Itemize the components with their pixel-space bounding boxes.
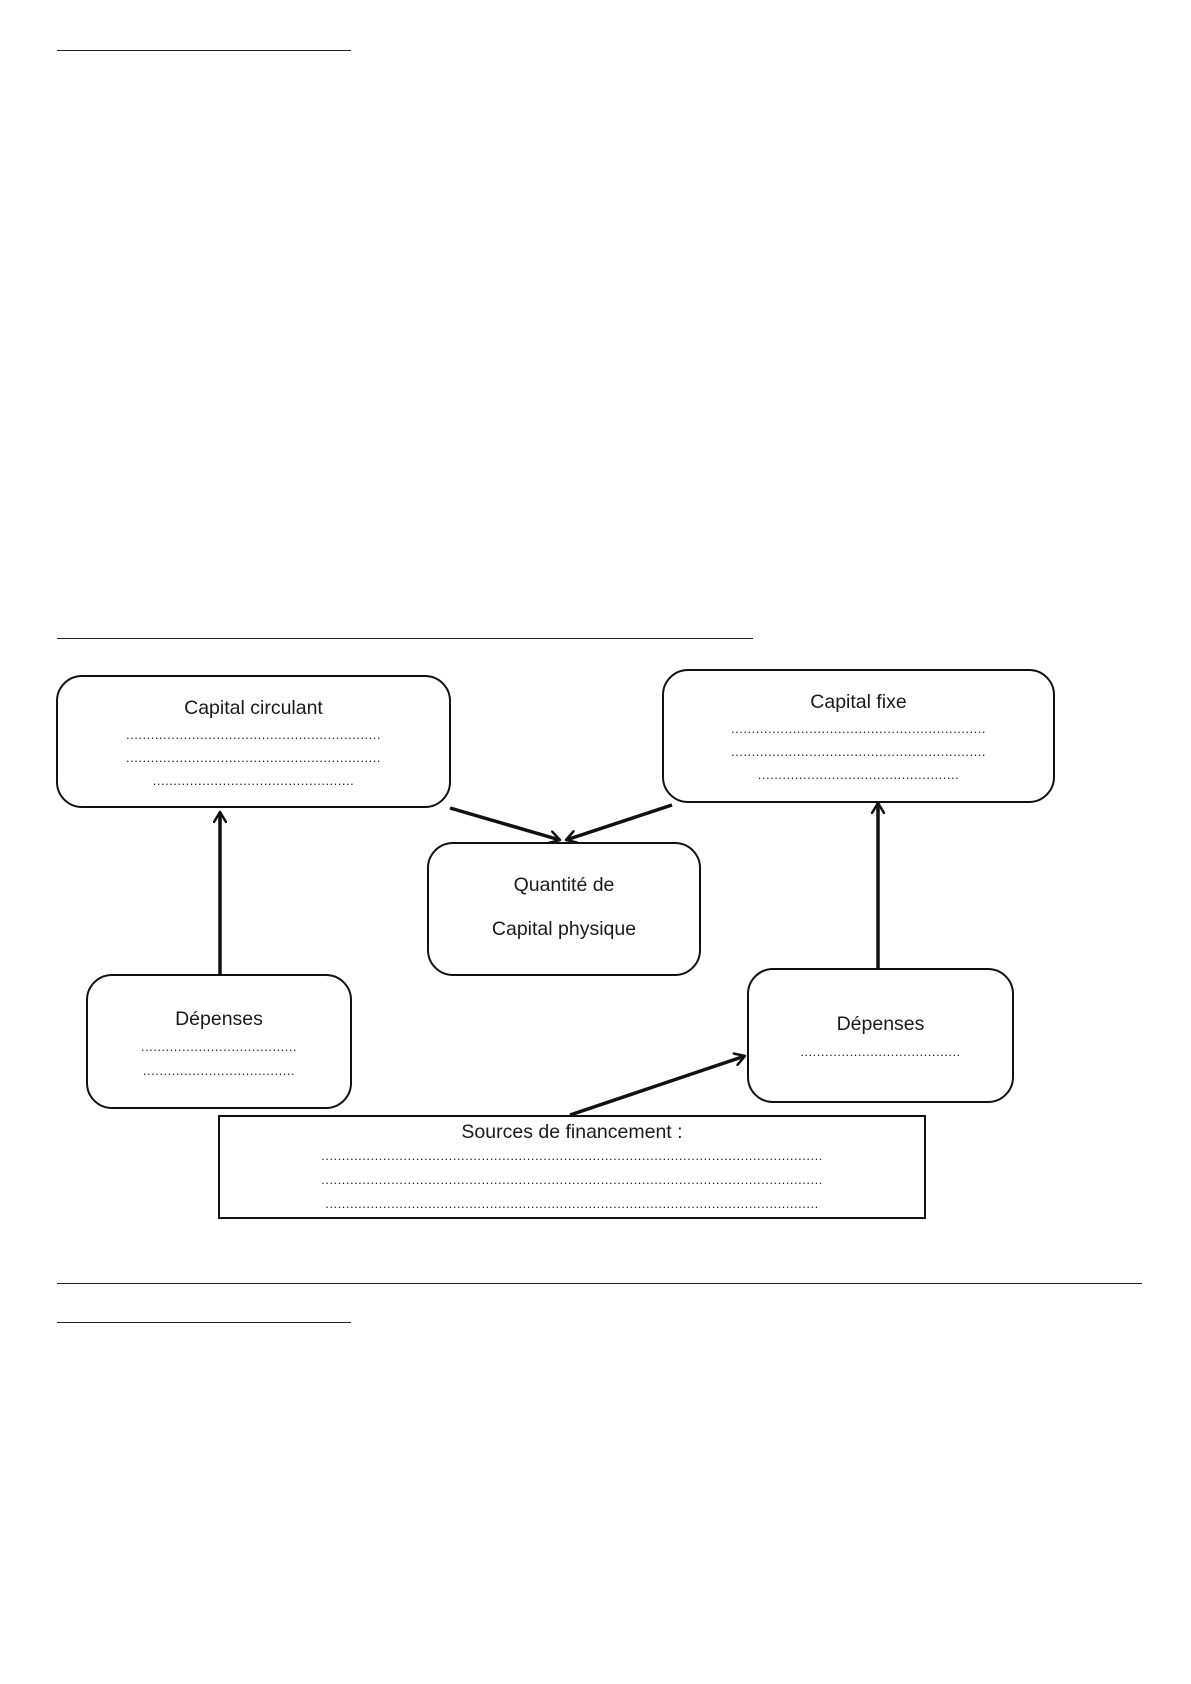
heading-line-bottom xyxy=(57,1322,351,1323)
quantite-line-2: Capital physique xyxy=(491,918,637,941)
answer-line: ........................................… xyxy=(152,774,355,788)
arrow-fixe-to-quantite xyxy=(566,803,673,840)
answer-line: ....................................... xyxy=(800,1045,961,1059)
answer-line: ........................................… xyxy=(321,1149,823,1163)
sources-financement-box: Sources de financement : ...............… xyxy=(218,1115,926,1219)
answer-line: ........................................… xyxy=(757,768,960,782)
depenses-right-title: Dépenses xyxy=(836,1013,925,1035)
capital-circulant-box: Capital circulant ......................… xyxy=(56,675,451,808)
capital-fixe-title: Capital fixe xyxy=(810,691,907,713)
sources-financement-title: Sources de financement : xyxy=(461,1121,683,1143)
answer-line: ........................................… xyxy=(126,728,381,742)
answer-line: ........................................… xyxy=(126,751,381,765)
arrow-circulant-to-quantite xyxy=(449,806,560,840)
separator-line-long xyxy=(57,1283,1142,1284)
depenses-left-box: Dépenses ...............................… xyxy=(86,974,352,1109)
depenses-right-box: Dépenses ...............................… xyxy=(747,968,1014,1103)
capital-fixe-box: Capital fixe ...........................… xyxy=(662,669,1055,803)
answer-line: ........................................… xyxy=(325,1197,819,1211)
answer-line: ........................................… xyxy=(731,722,986,736)
answer-line: ...................................... xyxy=(140,1040,298,1054)
quantite-line-1: Quantité de xyxy=(513,874,615,896)
capital-circulant-title: Capital circulant xyxy=(184,697,323,719)
answer-line: ........................................… xyxy=(321,1173,823,1187)
heading-line-diagram xyxy=(57,638,753,639)
answer-line: ........................................… xyxy=(731,745,986,759)
depenses-left-title: Dépenses xyxy=(175,1008,263,1030)
answer-line: ..................................... xyxy=(142,1064,296,1078)
quantite-capital-box: Quantité de Capital physique xyxy=(427,842,701,976)
arrow-sources-to-depenses xyxy=(569,1056,745,1117)
heading-line-top xyxy=(57,50,351,51)
